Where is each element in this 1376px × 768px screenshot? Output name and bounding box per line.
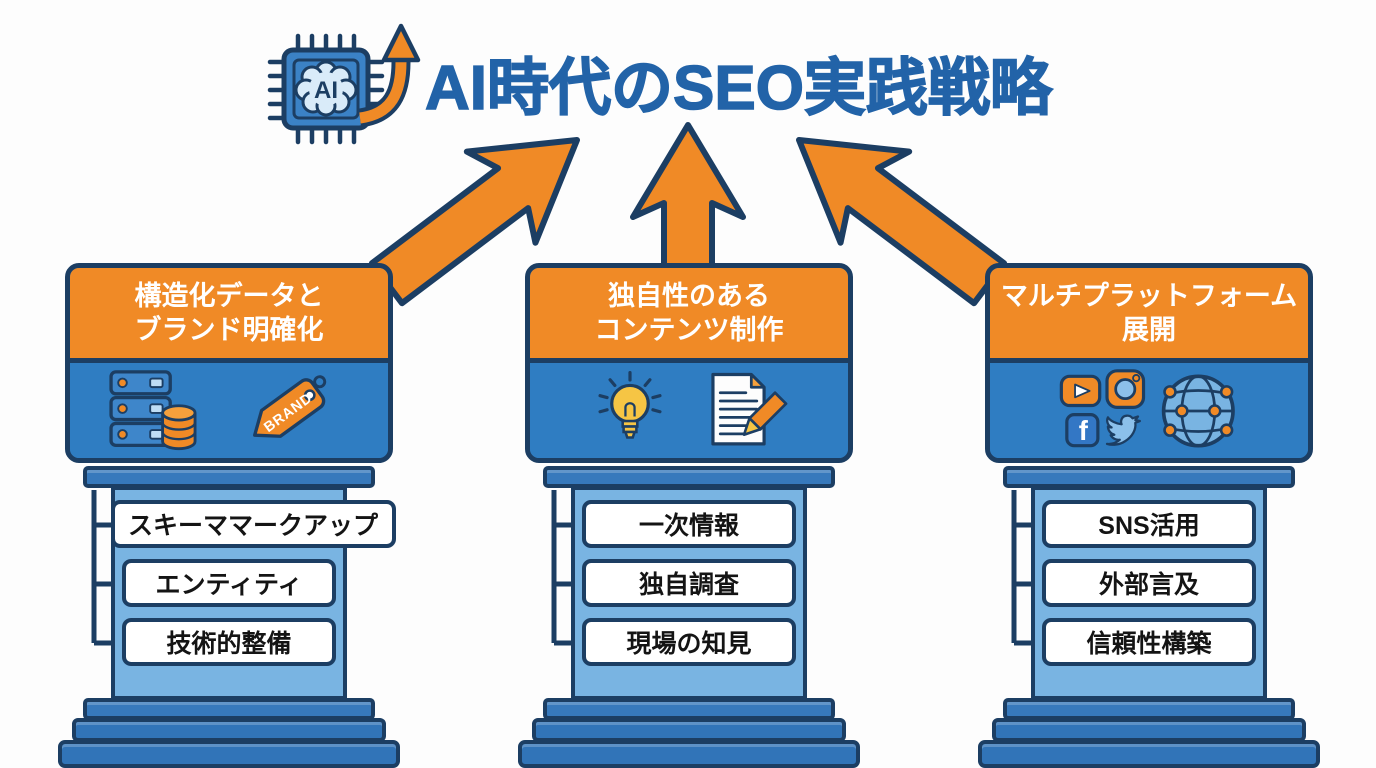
pillar-original-content: 独自性のある コンテンツ制作: [514, 263, 864, 768]
pillar-1-header: 構造化データと ブランド明確化: [65, 263, 393, 463]
growth-arrow-icon: [358, 23, 421, 128]
pillar-2-header: 独自性のある コンテンツ制作: [525, 263, 853, 463]
pillar-1-capital-top: [83, 466, 375, 488]
list-item: 一次情報: [582, 500, 796, 548]
pillar-3-title-line2: 展開: [1122, 315, 1176, 345]
bracket-left-pillar-2: [551, 490, 575, 646]
pillar-2-title-line2: コンテンツ制作: [594, 315, 784, 345]
bracket-left-pillar-1: [91, 490, 115, 646]
list-item: 信頼性構築: [1042, 618, 1256, 666]
pillar-2-icon-area: [530, 363, 848, 458]
pillar-1-title: 構造化データと ブランド明確化: [70, 268, 388, 363]
pillar-2-base-upper: [532, 718, 846, 742]
pillar-2-title: 独自性のある コンテンツ制作: [530, 268, 848, 363]
list-item: スキーママークアップ: [110, 500, 396, 548]
ai-chip-icon: AI: [267, 23, 421, 145]
pillar-3-header: マルチプラットフォーム 展開: [985, 263, 1313, 463]
pillar-2-shaft: 一次情報 独自調査 現場の知見: [571, 486, 807, 700]
facebook-f-glyph: f: [1079, 415, 1089, 446]
pillar-1-title-line1: 構造化データと: [134, 281, 324, 311]
server-database-icon: [109, 369, 197, 450]
chip-ai-label: AI: [314, 77, 338, 104]
lightbulb-icon: [598, 370, 662, 439]
pillar-2-capital-bottom: [543, 698, 835, 720]
pillar-1-shaft: スキーママークアップ エンティティ 技術的整備: [110, 486, 396, 700]
list-item: 技術的整備: [122, 618, 336, 666]
brain-icon: AI: [294, 60, 358, 117]
pillar-multi-platform: マルチプラットフォーム 展開: [974, 263, 1324, 768]
pillar-1-base-lower: [58, 740, 400, 768]
pillar-1-icon-area: BRAND: [70, 363, 388, 458]
list-item: SNS活用: [1042, 500, 1256, 548]
pillar-3-icon-area: f: [990, 363, 1308, 458]
instagram-icon: [1105, 368, 1146, 409]
pillar-3-shaft: SNS活用 外部言及 信頼性構築: [1031, 486, 1267, 700]
pillar-3-base-lower: [978, 740, 1320, 768]
pillar-3-title: マルチプラットフォーム 展開: [990, 268, 1308, 363]
pillar-1-base-upper: [72, 718, 386, 742]
facebook-icon: f: [1065, 412, 1100, 447]
bracket-left-pillar-3: [1011, 490, 1035, 646]
pillar-3-base-upper: [992, 718, 1306, 742]
page-title: AI時代のSEO実践戦略: [424, 53, 1052, 124]
pillar-2-base-lower: [518, 740, 860, 768]
list-item: 現場の知見: [582, 618, 796, 666]
document-pencil-icon: [711, 372, 788, 445]
pillar-1-capital-bottom: [83, 698, 375, 720]
pillar-2-capital-top: [543, 466, 835, 488]
list-item: 外部言及: [1042, 559, 1256, 607]
pillar-1-title-line2: ブランド明確化: [134, 315, 324, 345]
brand-tag-icon: BRAND: [253, 374, 327, 438]
twitter-icon: [1105, 414, 1142, 446]
pillar-3-title-line1: マルチプラットフォーム: [1000, 281, 1298, 311]
pillar-3-capital-bottom: [1003, 698, 1295, 720]
list-item: 独自調査: [582, 559, 796, 607]
arrow-up: [630, 122, 746, 276]
pillar-2-title-line1: 独自性のある: [608, 281, 770, 311]
pillar-3-capital-top: [1003, 466, 1295, 488]
pillar-structured-data: 構造化データと ブランド明確化: [54, 263, 404, 768]
youtube-icon: [1059, 374, 1102, 407]
social-platforms-icons: f: [1059, 368, 1235, 448]
list-item: エンティティ: [122, 559, 336, 607]
globe-network-icon: [1161, 373, 1235, 448]
